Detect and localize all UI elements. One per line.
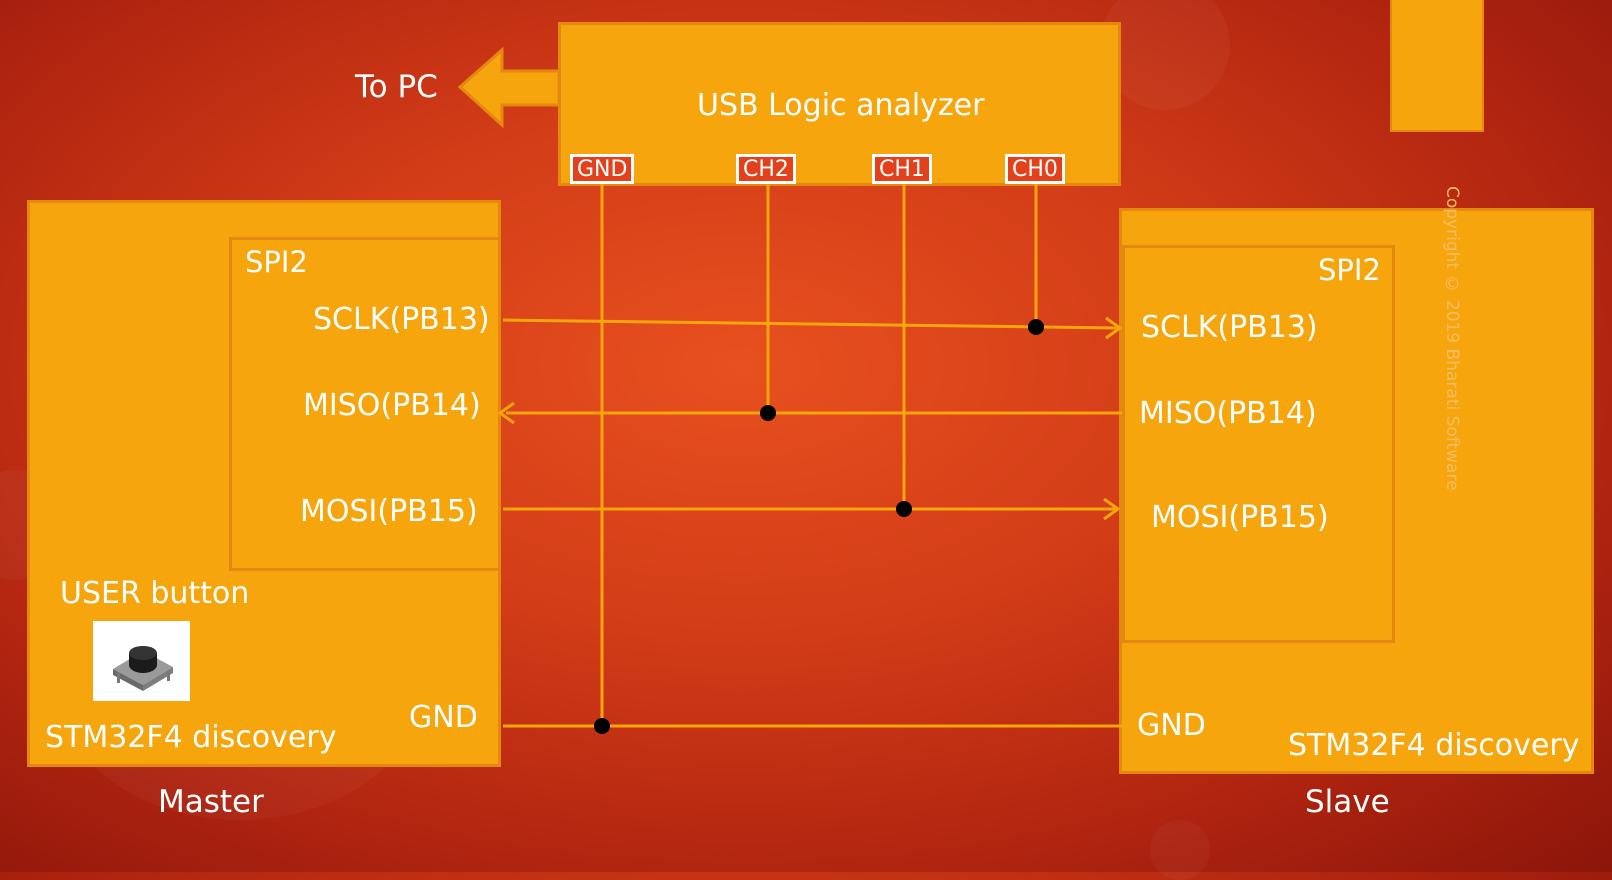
- junction-ch2: [760, 405, 776, 421]
- slave-spi-label: SPI2: [1318, 253, 1381, 287]
- junction-ch1: [896, 501, 912, 517]
- junction-ch0: [1028, 319, 1044, 335]
- slave-miso-label: MISO(PB14): [1139, 396, 1317, 431]
- sclk-arrowhead: [1105, 316, 1123, 340]
- slave-sclk-label: SCLK(PB13): [1141, 310, 1318, 345]
- slave-role-label: Slave: [1305, 784, 1390, 820]
- user-button-label: USER button: [60, 576, 250, 611]
- corner-block: [1390, 0, 1484, 132]
- logic-analyzer-box: USB Logic analyzer: [558, 22, 1121, 186]
- to-pc-label: To PC: [355, 69, 438, 105]
- master-spi-label: SPI2: [245, 245, 308, 279]
- junction-gnd: [594, 718, 610, 734]
- master-spi-block: [229, 237, 501, 571]
- copyright-notice: Copyright © 2019 Bharati Software: [1442, 186, 1462, 491]
- master-sclk-label: SCLK(PB13): [313, 302, 490, 337]
- slave-mosi-label: MOSI(PB15): [1151, 500, 1329, 535]
- user-button-image: [93, 621, 190, 701]
- master-mosi-label: MOSI(PB15): [300, 494, 478, 529]
- slave-spi-block: [1122, 245, 1395, 643]
- channel-ch2-label: CH2: [736, 154, 796, 184]
- sclk-wire: [502, 318, 1119, 330]
- master-role-label: Master: [158, 784, 264, 820]
- master-board-name: STM32F4 discovery: [45, 720, 337, 755]
- slave-gnd-label: GND: [1137, 708, 1206, 743]
- channel-gnd-label: GND: [570, 154, 635, 184]
- to-pc-arrow: [457, 46, 561, 129]
- logic-analyzer-title: USB Logic analyzer: [697, 88, 985, 123]
- channel-ch1-label: CH1: [872, 154, 932, 184]
- mosi-arrowhead: [1103, 497, 1121, 521]
- master-miso-label: MISO(PB14): [303, 388, 481, 423]
- master-gnd-label: GND: [409, 700, 478, 735]
- channel-ch0-label: CH0: [1005, 154, 1065, 184]
- miso-arrowhead: [497, 401, 515, 425]
- slave-board: [1119, 208, 1594, 774]
- tactile-switch-icon: [113, 646, 173, 691]
- slave-board-name: STM32F4 discovery: [1288, 728, 1580, 763]
